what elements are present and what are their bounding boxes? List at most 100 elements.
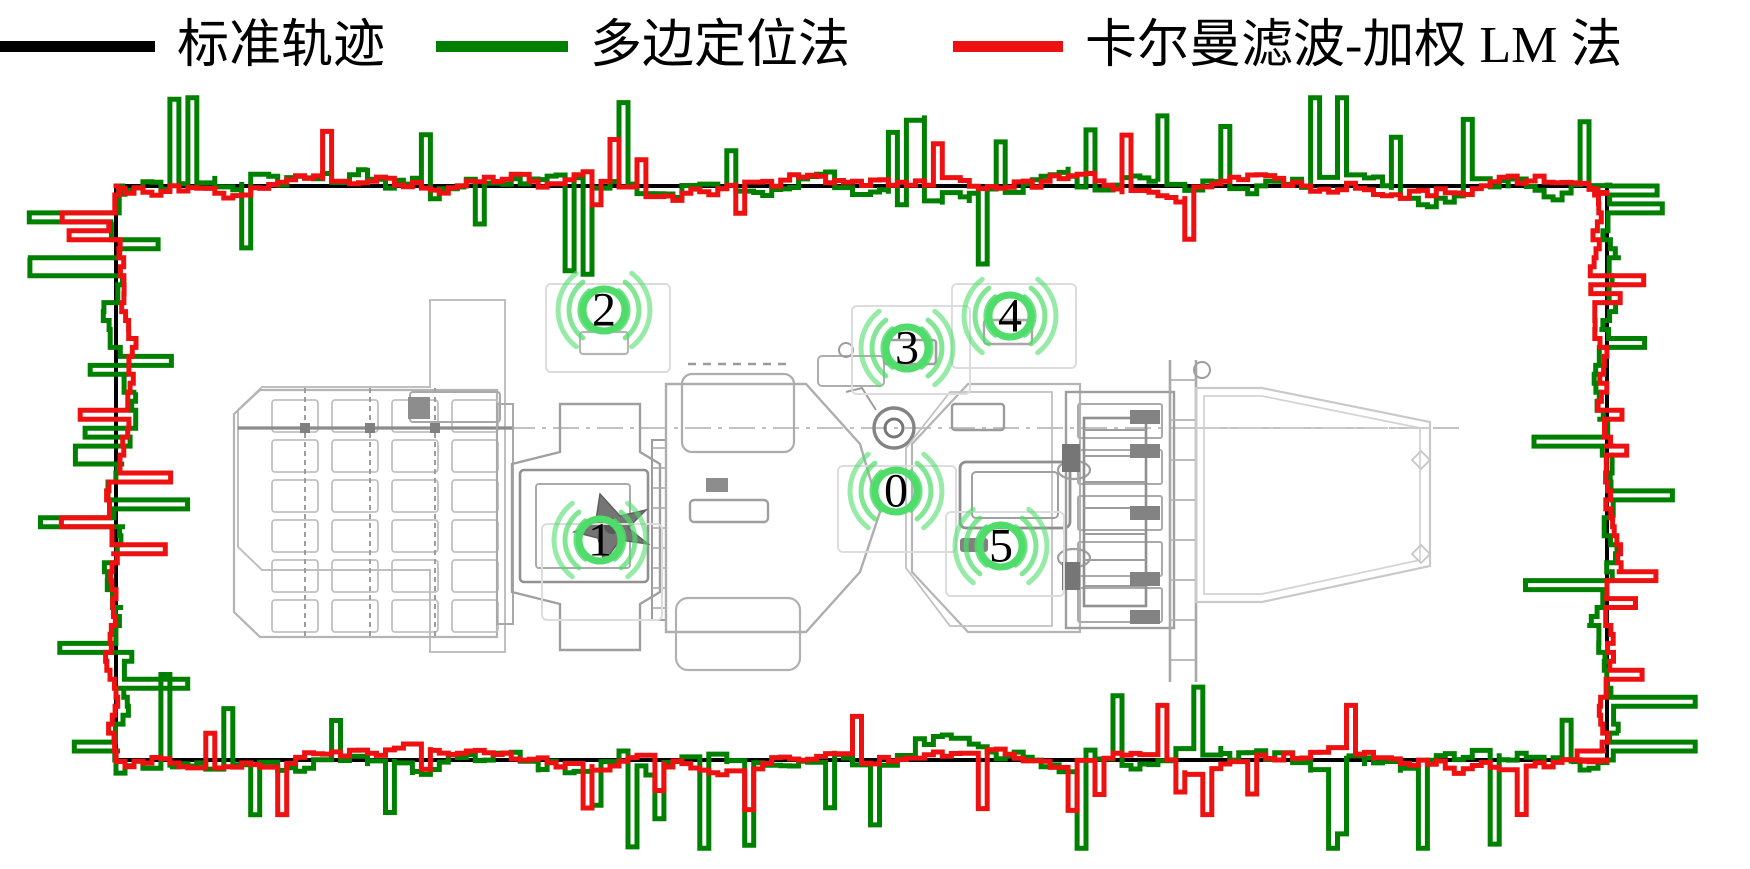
vessel-part bbox=[408, 397, 430, 419]
vessel-part bbox=[837, 465, 957, 553]
vessel-part bbox=[706, 478, 728, 492]
vessel-part bbox=[851, 305, 971, 395]
vessel-part bbox=[391, 439, 439, 473]
vessel-part bbox=[680, 372, 796, 454]
anchor-beacon-0: 0 bbox=[847, 451, 945, 531]
reference-trajectory bbox=[114, 184, 1609, 762]
signal-wave-icon bbox=[963, 515, 983, 577]
vessel-part bbox=[1194, 386, 1432, 604]
vessel-part bbox=[391, 559, 439, 593]
signal-wave-icon bbox=[847, 451, 871, 531]
vessel-part bbox=[971, 471, 1059, 519]
vessel-part bbox=[331, 399, 379, 433]
signal-wave-icon bbox=[622, 279, 642, 341]
vessel-part bbox=[1130, 444, 1160, 458]
anchor-ring-icon bbox=[882, 323, 932, 373]
trajectory-canvas: 0 1 2 3 4 5 bbox=[26, 95, 1698, 851]
vessel-part bbox=[950, 402, 1006, 432]
anchor-beacon-2: 2 bbox=[555, 270, 653, 350]
vessel-part bbox=[365, 423, 375, 433]
vessel-part bbox=[872, 406, 916, 450]
signal-wave-icon bbox=[932, 308, 956, 388]
vessel-part bbox=[905, 391, 1053, 627]
vessel-part bbox=[982, 318, 1034, 346]
vessel-part bbox=[331, 599, 379, 633]
vessel-part bbox=[883, 417, 905, 439]
anchor-label: 0 bbox=[884, 465, 908, 518]
vessel-part bbox=[688, 498, 770, 524]
vessel-part bbox=[1130, 506, 1160, 520]
vessel-part bbox=[1410, 543, 1432, 565]
vessel-part bbox=[451, 519, 499, 553]
signal-wave-icon bbox=[555, 270, 579, 350]
vessel-part bbox=[664, 382, 882, 634]
legend-label-multilateration: 多边定位法 bbox=[590, 17, 851, 74]
vessel-part bbox=[910, 382, 1082, 634]
signal-wave-icon bbox=[625, 500, 649, 580]
anchor-beacon-4: 4 bbox=[961, 276, 1059, 356]
vessel-part bbox=[271, 479, 319, 513]
signal-wave-icon bbox=[562, 509, 582, 571]
signal-wave-icon bbox=[869, 317, 889, 379]
signal-wave-icon bbox=[629, 270, 653, 350]
vessel-part bbox=[451, 599, 499, 633]
vessel-part bbox=[271, 439, 319, 473]
legend-item-reference: 标准轨迹 bbox=[0, 0, 385, 92]
anchor-beacon-5: 5 bbox=[952, 506, 1050, 586]
vessel-part bbox=[945, 511, 1065, 597]
anchor-label: 2 bbox=[592, 284, 616, 337]
vessel-part bbox=[391, 479, 439, 513]
signal-wave-icon bbox=[618, 509, 638, 571]
signal-wave-icon bbox=[952, 506, 976, 586]
vessel-part bbox=[331, 519, 379, 553]
vessel-part bbox=[451, 439, 499, 473]
vessel-part bbox=[1193, 361, 1211, 379]
vessel-part bbox=[1077, 403, 1163, 439]
signal-wave-icon bbox=[961, 276, 985, 356]
vessel-part bbox=[510, 402, 662, 652]
signal-wave-icon bbox=[1019, 515, 1039, 577]
vessel-part bbox=[1064, 390, 1176, 630]
anchor-ring-icon bbox=[985, 291, 1035, 341]
vessel-part bbox=[271, 599, 319, 633]
anchor-ring-icon bbox=[575, 515, 625, 565]
legend-item-kalman-lm: 卡尔曼滤波-加权 LM 法 bbox=[953, 0, 1622, 92]
vessel-technical-drawing bbox=[232, 283, 1460, 682]
anchor-label: 1 bbox=[588, 514, 612, 567]
anchor-label: 5 bbox=[989, 520, 1013, 573]
vessel-part bbox=[1062, 562, 1080, 590]
signal-wave-icon bbox=[551, 500, 575, 580]
signal-wave-icon bbox=[1035, 276, 1059, 356]
anchor-label: 3 bbox=[895, 322, 919, 375]
vessel-part bbox=[271, 519, 319, 553]
anchor-ring-icon bbox=[871, 466, 921, 516]
vessel-part bbox=[300, 423, 310, 433]
vessel-part bbox=[1077, 495, 1163, 531]
vessel-part bbox=[838, 342, 854, 358]
legend-label-kalman-lm: 卡尔曼滤波-加权 LM 法 bbox=[1085, 17, 1623, 74]
legend-swatch-multilateration bbox=[436, 40, 568, 52]
anchor-ring-icon bbox=[579, 285, 629, 335]
vessel-part bbox=[331, 479, 379, 513]
vessel-part bbox=[1077, 587, 1163, 623]
vessel-part bbox=[430, 423, 440, 433]
signal-wave-icon bbox=[858, 308, 882, 388]
vessel-part bbox=[451, 479, 499, 513]
vessel-part bbox=[1130, 610, 1160, 624]
vessel-part bbox=[1410, 449, 1432, 471]
vessel-part bbox=[1203, 395, 1421, 595]
signal-wave-icon bbox=[566, 279, 586, 341]
vessel-part bbox=[674, 596, 802, 672]
anchor-label: 4 bbox=[998, 290, 1022, 343]
vessel-part bbox=[1130, 572, 1160, 586]
legend-label-reference: 标准轨迹 bbox=[177, 17, 386, 74]
vessel-part bbox=[391, 599, 439, 633]
vessel-part bbox=[391, 519, 439, 553]
signal-wave-icon bbox=[914, 460, 934, 522]
signal-wave-icon bbox=[925, 317, 945, 379]
vessel-part bbox=[1077, 541, 1163, 577]
kalman-lm-trajectory bbox=[58, 128, 1659, 818]
anchor-beacons: 0 1 2 3 4 5 bbox=[551, 270, 1059, 586]
vessel-part bbox=[232, 388, 499, 639]
